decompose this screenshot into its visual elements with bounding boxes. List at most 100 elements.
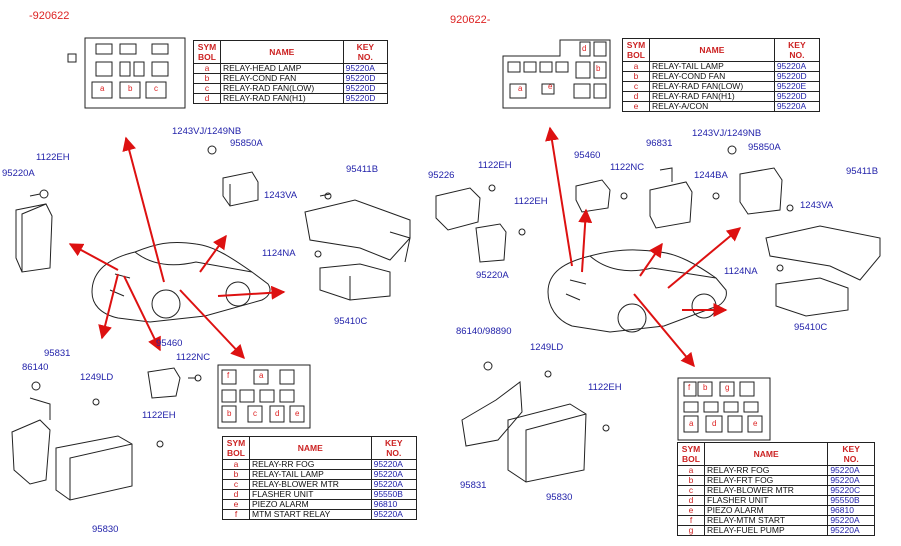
part-label: 1243VJ/1249NB xyxy=(172,126,242,137)
key-number-cell: 95220A xyxy=(827,515,875,526)
key-number-cell: 95220E xyxy=(773,81,821,92)
part-label: 95411B xyxy=(846,166,879,177)
symbol-cell: f xyxy=(677,515,705,526)
part-label: 1124NA xyxy=(724,266,758,277)
name-cell: RELAY-FRT FOG xyxy=(703,475,829,486)
part-label: 1122EH xyxy=(478,160,512,171)
relay-slot-letter: a xyxy=(100,84,105,93)
relay-box-bottom-left xyxy=(217,364,311,429)
name-cell: FLASHER UNIT xyxy=(249,489,372,500)
name-cell: RELAY-BLOWER MTR xyxy=(249,479,372,490)
relay-slot-letter: b xyxy=(227,409,232,418)
part-label: 96831 xyxy=(646,138,673,149)
symbol-cell: g xyxy=(677,525,705,536)
part-label: 1122EH xyxy=(514,196,548,207)
name-cell: PIEZO ALARM xyxy=(703,505,829,516)
name-cell: RELAY-FUEL PUMP xyxy=(703,525,829,536)
parts-left xyxy=(11,145,411,501)
relay-box-top-left xyxy=(67,37,186,109)
relay-slot-letter: e xyxy=(295,409,300,418)
relay-slot-letter: e xyxy=(753,419,758,428)
part-label: 95830 xyxy=(546,492,573,503)
name-cell: RELAY-COND FAN xyxy=(220,73,344,84)
part-label: 86140/98890 xyxy=(456,326,512,337)
part-label: 1244BA xyxy=(694,170,728,181)
relay-slot-letter: d xyxy=(275,409,280,418)
part-label: 95411B xyxy=(346,164,379,175)
symbol-cell: d xyxy=(622,91,650,102)
relay-slot-letter: a xyxy=(689,419,694,428)
symbol-cell: c xyxy=(193,83,221,94)
symbol-cell: a xyxy=(193,63,221,74)
key-number-cell: 95220A xyxy=(827,525,875,536)
part-label: 1243VJ/1249NB xyxy=(692,128,762,139)
part-label: 1122NC xyxy=(176,352,211,363)
part-label: 95850A xyxy=(230,138,263,149)
part-label: 95220A xyxy=(2,168,35,179)
symbol-cell: d xyxy=(193,93,221,104)
relay-slot-letter: c xyxy=(154,84,158,93)
name-cell: RELAY-RAD FAN(LOW) xyxy=(649,81,775,92)
key-number-cell: 96810 xyxy=(370,499,418,510)
name-cell: RELAY-MTM START xyxy=(703,515,829,526)
part-label: 95831 xyxy=(460,480,487,491)
key-number-cell: 95220D xyxy=(773,91,821,102)
symbol-cell: a xyxy=(222,459,250,470)
part-label: 1249LD xyxy=(80,372,114,383)
part-label: 95460 xyxy=(574,150,601,161)
relay-box-bottom-right xyxy=(677,377,771,441)
name-cell: RELAY-RAD FAN(H1) xyxy=(649,91,775,102)
part-label: 95410C xyxy=(794,322,828,333)
symbol-cell: c xyxy=(222,479,250,490)
part-label: 1243VA xyxy=(800,200,834,211)
symbol-cell: b xyxy=(622,71,650,82)
relay-slot-letter: e xyxy=(548,82,553,91)
key-number-cell: 95220C xyxy=(827,485,875,496)
part-label: 95831 xyxy=(44,348,71,359)
part-label: 95850A xyxy=(748,142,781,153)
relay-slot-letter: b xyxy=(128,84,133,93)
key-number-cell: 95220D xyxy=(342,83,389,94)
symbol-cell: d xyxy=(222,489,250,500)
relay-slot-letter: g xyxy=(725,383,730,392)
key-number-cell: 95220D xyxy=(342,93,389,104)
symbol-cell: a xyxy=(677,465,705,476)
name-cell: RELAY-BLOWER MTR xyxy=(703,485,829,496)
name-cell: RELAY-RR FOG xyxy=(703,465,829,476)
symbol-cell: f xyxy=(222,509,250,520)
key-number-cell: 95220D xyxy=(773,71,821,82)
key-number-cell: 95220A xyxy=(827,475,875,486)
symbol-cell: b xyxy=(193,73,221,84)
part-label: 95226 xyxy=(428,170,455,181)
relay-slot-letter: b xyxy=(703,383,708,392)
relay-slot-letter: f xyxy=(227,371,230,380)
date-range-right: 920622- xyxy=(450,14,491,26)
part-label: 1122EH xyxy=(36,152,70,163)
symbol-cell: e xyxy=(222,499,250,510)
symbol-cell: b xyxy=(677,475,705,486)
key-number-cell: 95220A xyxy=(342,63,389,74)
column-header: NAME xyxy=(649,38,775,62)
